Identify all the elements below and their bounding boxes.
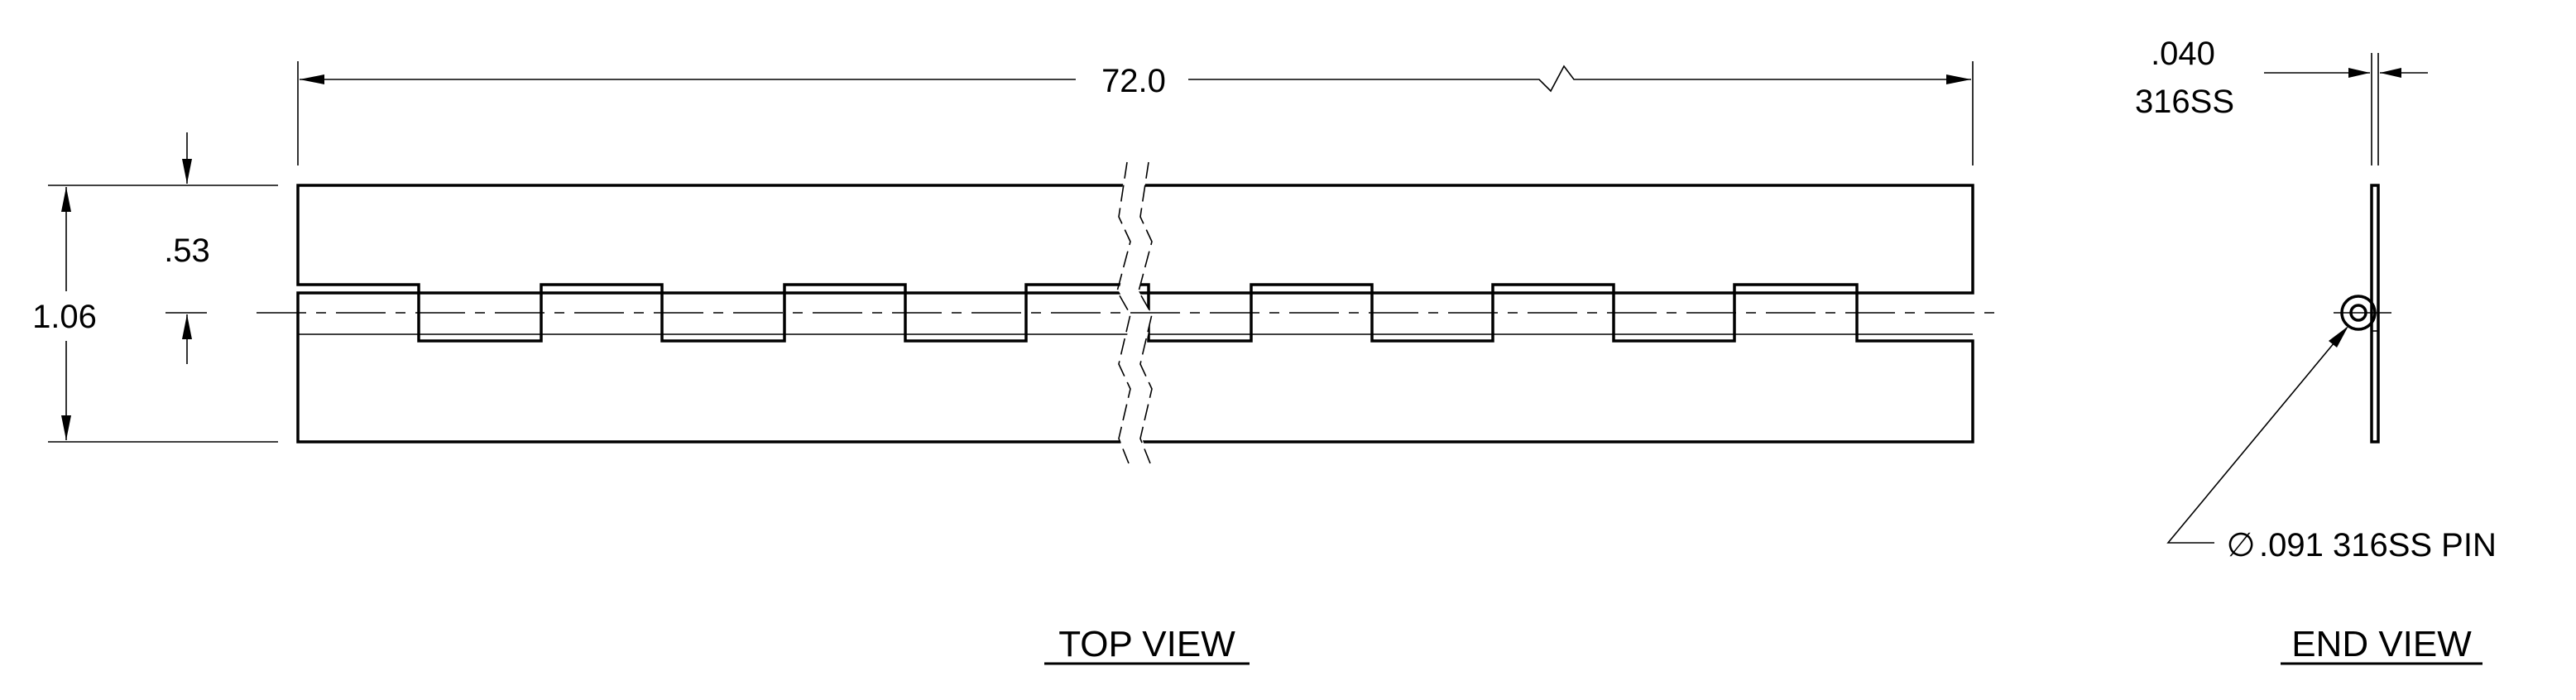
end-view-leaf — [2370, 184, 2380, 443]
width-label: 1.06 — [32, 299, 97, 335]
dimension-line-right-with-break — [1188, 65, 1971, 93]
thickness-arrow-left — [2348, 68, 2370, 78]
end-view-title: END VIEW — [2281, 624, 2482, 665]
arrowhead-up — [182, 314, 192, 339]
top-view-title: TOP VIEW — [1044, 624, 1250, 665]
thickness-dimension: .040 316SS — [2135, 36, 2428, 165]
pin-callout: ∅ .091 316SS PIN — [2166, 326, 2497, 563]
pin-spec-label: .091 316SS PIN — [2259, 527, 2497, 563]
length-label: 72.0 — [1101, 63, 1166, 99]
half-width-label: .53 — [164, 233, 210, 269]
half-width-dimension: .53 — [164, 132, 210, 364]
arrowhead-right — [1946, 74, 1971, 84]
pin-leader-arrow — [2329, 326, 2348, 348]
width-dimension: 1.06 — [32, 185, 278, 443]
arrowhead-down — [182, 159, 192, 184]
length-label-gap — [1093, 63, 1174, 99]
end-view — [2334, 184, 2391, 443]
arrowhead-top — [61, 187, 71, 212]
top-view-label: TOP VIEW — [1058, 624, 1235, 664]
arrowhead-bottom — [61, 415, 71, 440]
end-view-label: END VIEW — [2291, 624, 2472, 664]
thickness-arrow-right — [2380, 68, 2401, 78]
diameter-symbol: ∅ — [2227, 527, 2256, 563]
top-view — [257, 161, 1994, 464]
thickness-label: .040 — [2151, 36, 2215, 72]
pin-leader-line — [2166, 327, 2348, 544]
arrowhead-left — [300, 74, 324, 84]
length-dimension: 72.0 — [297, 61, 1974, 165]
leaf-material-label: 316SS — [2135, 84, 2234, 120]
